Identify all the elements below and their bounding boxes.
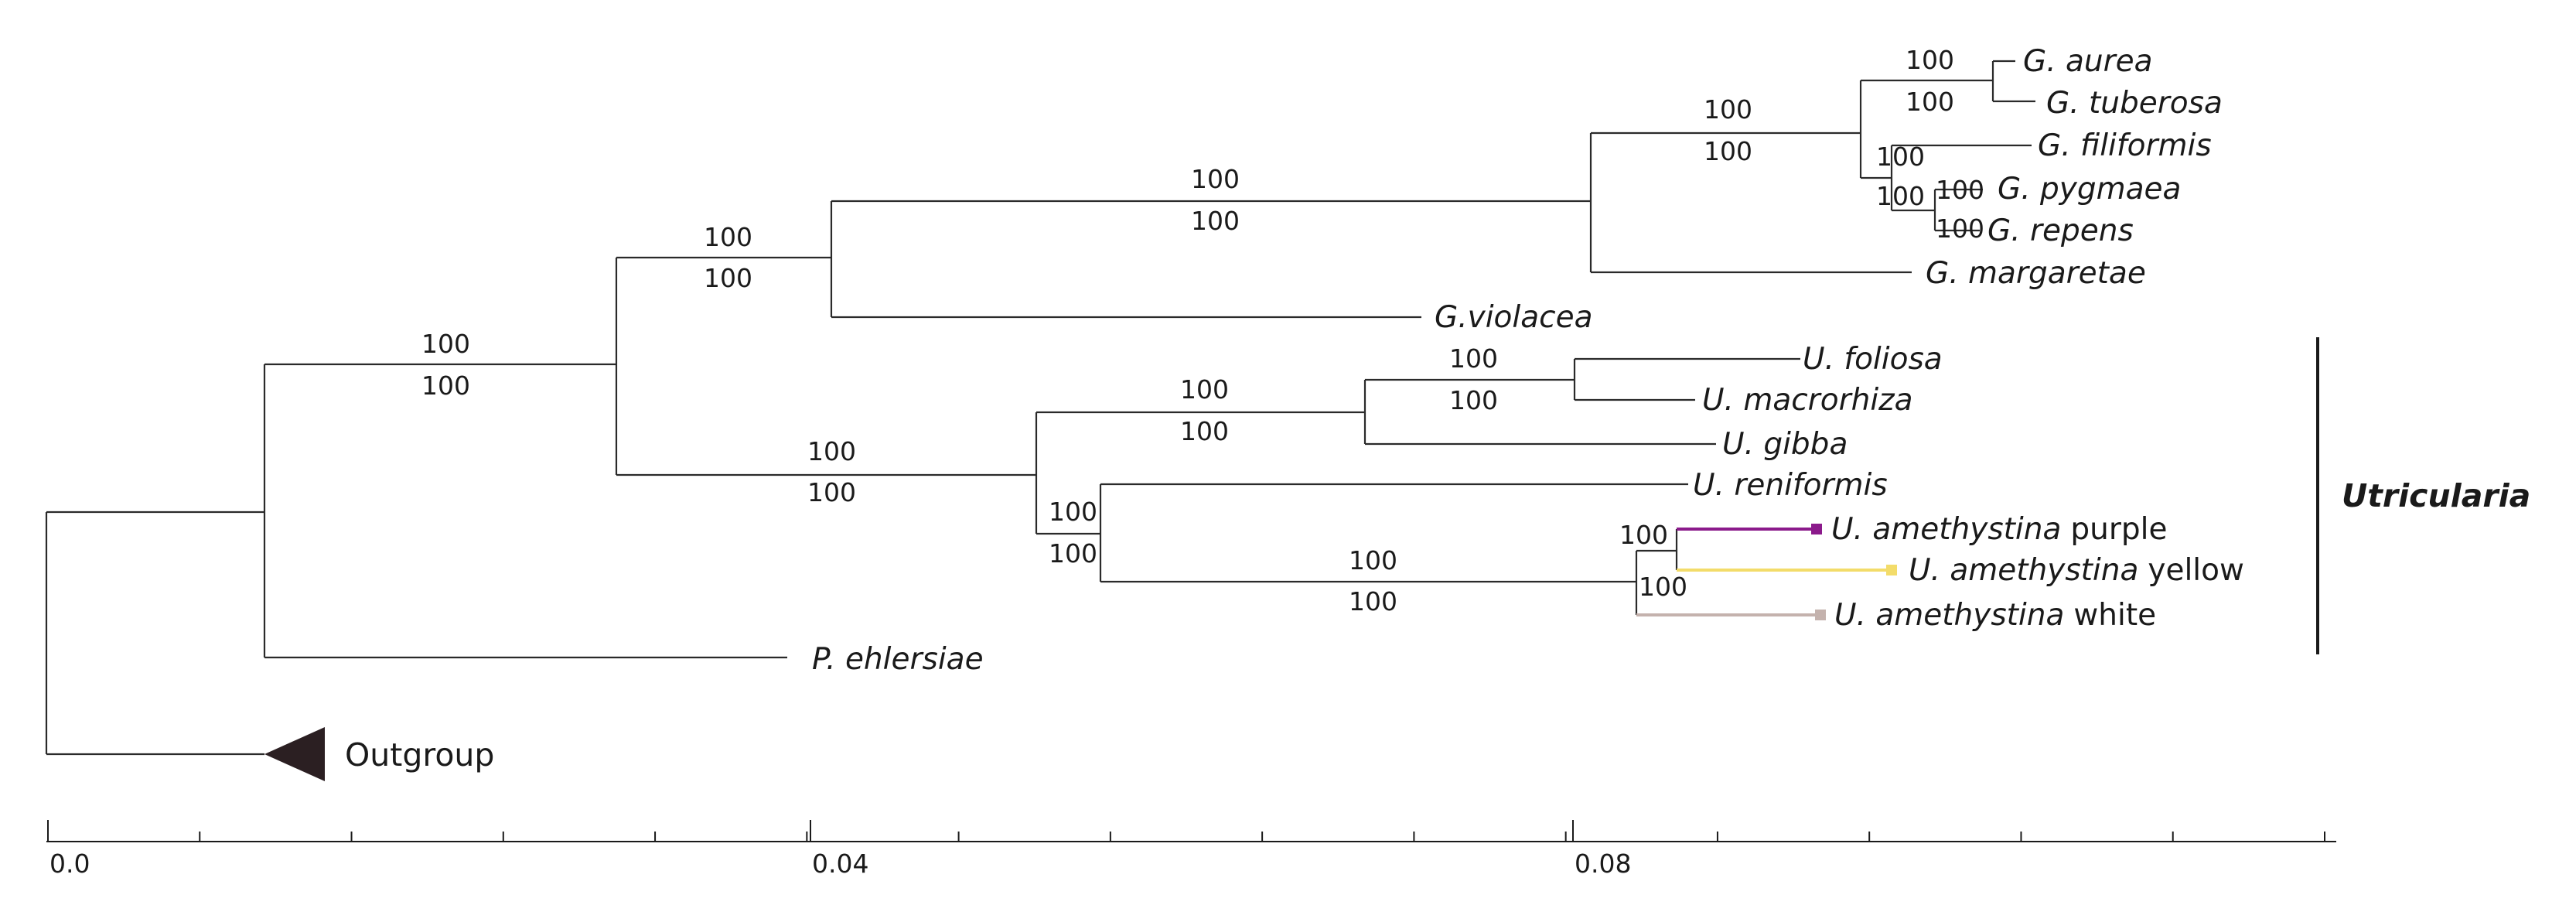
support-genlisea-crown-bottom: 100 bbox=[1704, 136, 1752, 166]
scale-tick-label-1: 0.04 bbox=[812, 849, 868, 879]
support-aurea-tuberosa-top: 100 bbox=[1906, 45, 1954, 75]
support-foliosa-macrorhiza-top: 100 bbox=[1449, 343, 1498, 374]
support-root-ingroup-bottom: 100 bbox=[421, 371, 470, 401]
support-genlisea-core-bottom: 100 bbox=[1191, 206, 1240, 236]
branch-ingroup bbox=[263, 363, 787, 659]
support-values: 100 100 100 100 100 100 100 100 100 100 … bbox=[421, 45, 1984, 616]
taxon-g-violacea: G.violacea bbox=[1435, 300, 1592, 335]
support-foliosa-macrorhiza-bottom: 100 bbox=[1449, 385, 1498, 415]
branch-root bbox=[45, 511, 264, 756]
tree-branches bbox=[45, 60, 2035, 756]
taxon-variant: purple bbox=[2070, 512, 2167, 547]
outgroup-label: Outgroup bbox=[345, 736, 494, 774]
taxon-variant: yellow bbox=[2148, 553, 2244, 588]
branch-genlisea-crown bbox=[1589, 131, 1912, 274]
scale-tick-label-2: 0.08 bbox=[1575, 849, 1631, 879]
support-amethystina-inner-top: 100 bbox=[1619, 520, 1668, 550]
support-foliosa-clade-bottom: 100 bbox=[1180, 416, 1229, 446]
support-genlisea-utricularia-bottom: 100 bbox=[704, 263, 752, 293]
taxon-g-repens: G. repens bbox=[1987, 213, 2134, 248]
clade-label-utricularia: Utricularia bbox=[2342, 477, 2530, 514]
support-pygmaea-repens-bottom: 100 bbox=[1936, 213, 1984, 244]
taxon-g-aurea: G. aurea bbox=[2023, 44, 2153, 79]
taxon-g-filiformis: G. filiformis bbox=[2038, 128, 2212, 163]
taxon-u-gibba: U. gibba bbox=[1722, 427, 1848, 462]
branch-utricularia bbox=[1035, 411, 1365, 535]
branch-genlisea-upper bbox=[1859, 79, 1993, 179]
tip-marker-yellow bbox=[1886, 565, 1897, 575]
taxon-u-macrorhiza: U. macrorhiza bbox=[1702, 383, 1913, 418]
support-filiformis-top: 100 bbox=[1876, 142, 1925, 172]
taxon-g-margaretae: G. margaretae bbox=[1926, 256, 2146, 291]
tip-marker-purple bbox=[1811, 524, 1822, 534]
scale-tick-label-0: 0.0 bbox=[49, 849, 90, 879]
taxon-variant: white bbox=[2073, 598, 2156, 633]
taxon-u-amethystina-purple: U. amethystina purple bbox=[1831, 512, 2167, 547]
support-amethystina-top: 100 bbox=[1349, 545, 1397, 575]
taxon-species: U. amethystina bbox=[1831, 512, 2061, 547]
branch-amethystina bbox=[1635, 549, 1677, 615]
branch-pygmaea-repens bbox=[1933, 188, 1983, 232]
support-reniformis-bottom: 100 bbox=[1049, 538, 1097, 569]
support-genlisea-utricularia-top: 100 bbox=[704, 222, 752, 252]
branch-filiformis-group bbox=[1890, 144, 2032, 212]
taxon-u-amethystina-white: U. amethystina white bbox=[1834, 598, 2156, 633]
taxon-u-reniformis: U. reniformis bbox=[1693, 468, 1888, 503]
support-aurea-tuberosa-bottom: 100 bbox=[1906, 87, 1954, 117]
support-amethystina-inner-bottom: 100 bbox=[1639, 572, 1687, 602]
scale-minor-ticks bbox=[47, 832, 2325, 842]
branch-genlisea bbox=[830, 200, 1591, 319]
taxon-labels: G. aurea G. tuberosa G. filiformis G. py… bbox=[812, 44, 2244, 677]
support-genlisea-core-top: 100 bbox=[1191, 164, 1240, 194]
branch-foliosa-macrorhiza bbox=[1573, 357, 1800, 401]
taxon-u-amethystina-yellow: U. amethystina yellow bbox=[1909, 553, 2244, 588]
outgroup-collapsed-clade bbox=[264, 727, 325, 781]
support-pygmaea-repens-top: 100 bbox=[1936, 175, 1984, 205]
scale-axis: 0.0 0.04 0.08 bbox=[46, 820, 2336, 879]
branch-aurea-tuberosa bbox=[1991, 60, 2035, 103]
support-genlisea-crown-top: 100 bbox=[1704, 94, 1752, 125]
tip-marker-white bbox=[1815, 610, 1826, 620]
branch-foliosa-clade bbox=[1363, 378, 1716, 446]
taxon-g-tuberosa: G. tuberosa bbox=[2046, 86, 2223, 121]
support-foliosa-clade-top: 100 bbox=[1180, 374, 1229, 405]
support-utricularia-bottom: 100 bbox=[807, 477, 856, 507]
taxon-species: U. amethystina bbox=[1834, 598, 2064, 633]
support-root-ingroup-top: 100 bbox=[421, 329, 470, 359]
support-filiformis-bottom: 100 bbox=[1876, 181, 1925, 211]
branch-reniformis-clade bbox=[1099, 483, 1688, 583]
branch-genlisea-utricularia bbox=[615, 256, 1036, 476]
taxon-g-pygmaea: G. pygmaea bbox=[1998, 172, 2181, 207]
support-utricularia-top: 100 bbox=[807, 436, 856, 466]
taxon-u-foliosa: U. foliosa bbox=[1803, 342, 1943, 377]
support-amethystina-bottom: 100 bbox=[1349, 586, 1397, 616]
taxon-p-ehlersiae: P. ehlersiae bbox=[812, 642, 984, 677]
support-reniformis-top: 100 bbox=[1049, 497, 1097, 527]
taxon-species: U. amethystina bbox=[1909, 553, 2138, 588]
